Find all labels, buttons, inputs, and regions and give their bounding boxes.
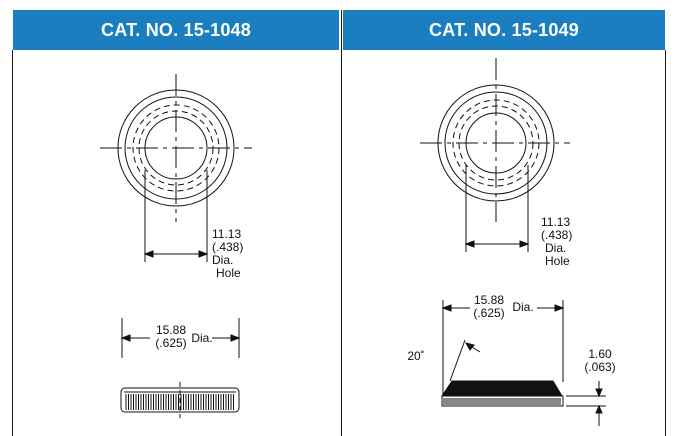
right-thick-arrow-top bbox=[595, 388, 603, 398]
left-hole-arrow-right bbox=[198, 250, 209, 258]
right-hole-word: Hole bbox=[545, 254, 570, 268]
right-side-dia: Dia. bbox=[512, 300, 534, 314]
left-hole-dia: Dia. bbox=[212, 253, 234, 267]
right-side-arrow-left bbox=[441, 304, 452, 312]
right-hole-arrow-right bbox=[519, 240, 530, 248]
left-hole-arrow-left bbox=[143, 250, 154, 258]
left-side-arrow-left bbox=[120, 334, 131, 342]
right-side-label: 15.88 (.625) bbox=[469, 294, 509, 320]
left-border bbox=[12, 50, 13, 436]
right-thick-mm: 1.60 bbox=[588, 347, 612, 361]
left-knurl-pattern bbox=[125, 394, 234, 410]
right-side-in: (.625) bbox=[473, 306, 505, 320]
right-thick-arrow-bottom bbox=[595, 404, 603, 414]
right-side-mm: 15.88 bbox=[473, 293, 505, 307]
right-side-arrow-right bbox=[554, 304, 565, 312]
left-hole-label: 11.13 (.438) Dia. Hole bbox=[212, 228, 248, 280]
left-hole-mm: 11.13 bbox=[212, 227, 242, 241]
panel-header-15-1049: CAT. NO. 15-1049 bbox=[343, 10, 665, 50]
right-knurl-pattern bbox=[443, 398, 561, 405]
center-divider bbox=[341, 10, 342, 436]
right-angle-leader bbox=[449, 339, 466, 382]
right-thickness-label: 1.60 (.063) bbox=[578, 348, 622, 374]
right-hole-in: (.438) bbox=[541, 228, 573, 242]
left-washer-top-view bbox=[100, 74, 252, 262]
right-washer-top-view bbox=[420, 58, 570, 252]
right-hole-dia: Dia. bbox=[545, 241, 567, 255]
right-washer-body bbox=[441, 380, 563, 397]
left-side-in: (.625) bbox=[155, 336, 187, 350]
left-hole-in: (.438) bbox=[212, 240, 244, 254]
left-washer-body bbox=[120, 387, 240, 413]
right-thick-in: (.063) bbox=[584, 360, 616, 374]
right-angle-arrowhead bbox=[464, 342, 475, 351]
left-side-arrow-right bbox=[230, 334, 241, 342]
left-hole-word: Hole bbox=[216, 266, 241, 280]
right-washer-side-view bbox=[441, 300, 606, 426]
left-washer-side-view bbox=[120, 318, 241, 418]
left-side-label: 15.88 (.625) bbox=[151, 324, 191, 350]
right-angle-label: 20˚ bbox=[407, 349, 425, 363]
right-hole-mm: 11.13 bbox=[541, 215, 571, 229]
left-side-mm: 15.88 bbox=[155, 323, 187, 337]
right-border bbox=[665, 50, 666, 436]
left-side-dia: Dia. bbox=[191, 331, 213, 345]
right-hole-label: 11.13 (.438) Dia. Hole bbox=[541, 216, 577, 268]
panel-header-15-1048: CAT. NO. 15-1048 bbox=[13, 10, 339, 50]
right-hole-arrow-left bbox=[464, 240, 475, 248]
